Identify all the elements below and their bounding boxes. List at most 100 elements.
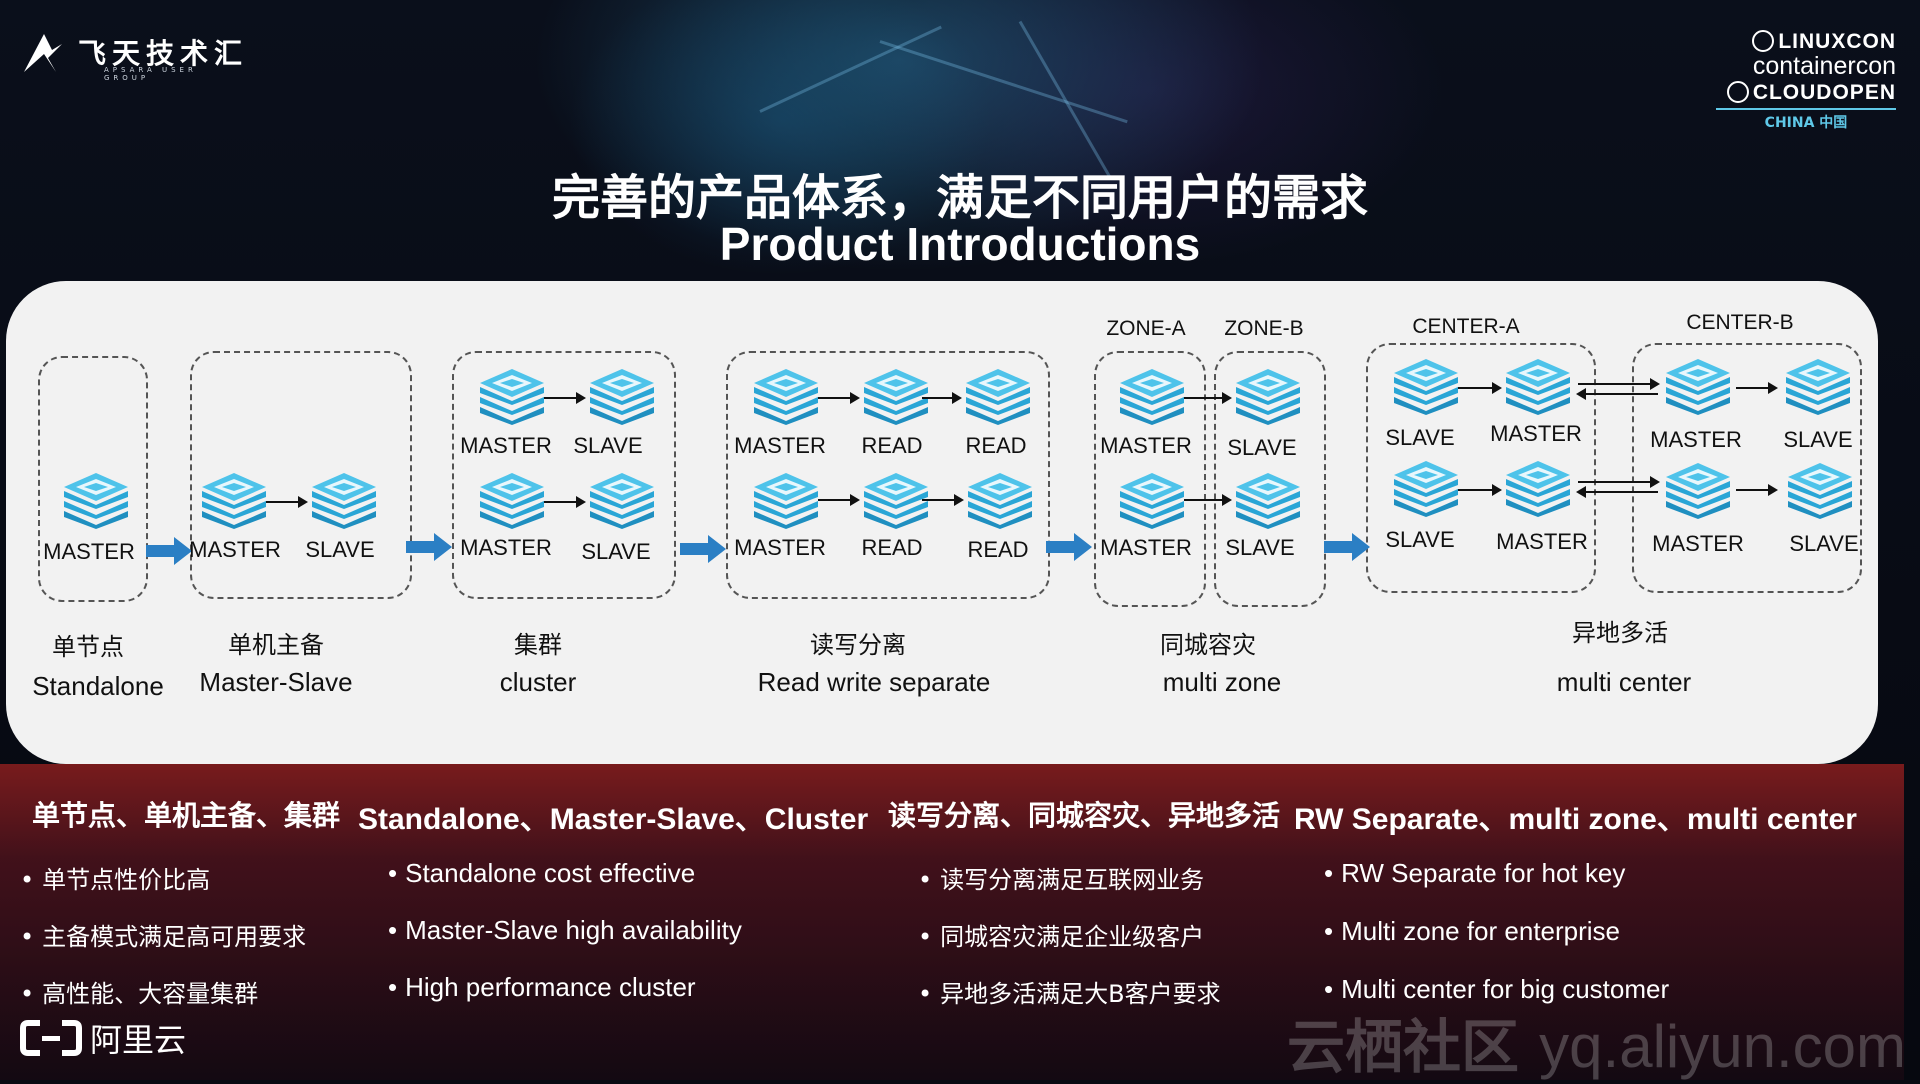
database-node-icon [1116,367,1188,425]
node-label: MASTER [1496,529,1588,554]
apsara-logo-icon [24,34,62,72]
replication-arrow [818,494,860,506]
database-node-icon [750,367,822,425]
aliyun-name: 阿里云 [90,1021,187,1059]
replication-arrow [922,392,962,404]
replication-arrow [266,496,308,508]
feature-item: Master-Slave high availability [388,915,742,946]
node-label: SLAVE [305,537,375,562]
database-node-icon [1662,357,1734,415]
replication-arrow [1736,484,1778,496]
node-label: READ [965,433,1027,458]
zone-caption-cn: 同城容灾 [1160,631,1256,659]
feature-item: 异地多活满足大B客户要求 [918,974,1220,1009]
node-label: MASTER [460,433,552,458]
database-node-icon [198,471,270,529]
database-node-icon [1116,471,1188,529]
feature-item: Multi center for big customer [1324,974,1669,1005]
sync-arrow-left [1576,486,1658,498]
node-label: SLAVE [1789,531,1859,556]
brand-left-name: 飞天技术汇 [78,37,249,70]
node-label: MASTER [1650,427,1742,452]
zone-caption-en: multi zone [1162,667,1282,697]
node-label: MASTER [189,537,281,562]
node-label: READ [967,537,1029,562]
center-b-box [1632,343,1862,593]
brand-cloudopen: CLOUDOPEN [1752,81,1896,104]
standalone-caption-en: Standalone [32,671,164,701]
feature-item: RW Separate for hot key [1324,858,1625,889]
rw-separate-box [726,351,1050,599]
page-title-en: Product Introductions [719,218,1201,270]
master-slave-box [190,351,412,599]
center-a-label: CENTER-A [1412,315,1520,338]
cluster-caption-cn: 集群 [514,631,562,659]
database-node-icon [964,471,1036,529]
replication-arrow [544,496,586,508]
sync-arrow-right [1578,378,1660,390]
feature-item: 读写分离满足互联网业务 [918,860,1204,895]
database-node-icon [962,367,1034,425]
zone-b-label: ZONE-B [1224,317,1304,340]
page-title-cn: 完善的产品体系，满足不同用户的需求 [551,170,1368,226]
cluster-box [452,351,676,599]
linuxcon-logo: LINUXCON containercon CLOUDOPEN CHINA 中国 [1716,30,1896,132]
replication-arrow [1736,382,1778,394]
feature-item: High performance cluster [388,972,695,1003]
database-node-icon [1232,367,1304,425]
evolution-arrow-icon [146,537,192,565]
feature-item: Multi zone for enterprise [1324,916,1620,947]
architecture-diagram: MASTER MASTER SLAVE MASTER SLAVE MASTER … [6,281,1878,764]
brand-containercon: containercon [1752,52,1896,80]
evolution-arrow-icon [680,535,726,563]
evolution-arrow-icon [1046,533,1092,561]
rw-caption-en: Read write separate [757,667,991,697]
node-label: SLAVE [581,539,651,564]
center-b-label: CENTER-B [1686,311,1794,334]
heading-right-en: RW Separate、multi zone、multi center [1294,803,1857,836]
node-label: SLAVE [1227,435,1297,460]
database-node-icon [308,471,380,529]
brand-linuxcon: LINUXCON [1778,30,1896,53]
heading-right-cn: 读写分离、同城容灾、异地多活 [888,799,1281,832]
database-node-icon [1390,459,1462,517]
replication-arrow [1458,382,1502,394]
brand-left-sub: APSARA USER GROUP [104,66,197,82]
node-label: MASTER [734,535,826,560]
evolution-arrow-icon [406,533,452,561]
database-node-icon [1502,459,1574,517]
zone-a-box [1094,351,1206,607]
node-label: MASTER [1652,531,1744,556]
feature-item: 单节点性价比高 [20,860,210,895]
node-label: MASTER [1100,433,1192,458]
database-node-icon [586,367,658,425]
feature-item: 同城容灾满足企业级客户 [918,917,1204,952]
heading-left-cn: 单节点、单机主备、集群 [32,799,341,832]
evolution-arrow-icon [1324,533,1370,561]
feature-item: 主备模式满足高可用要求 [20,917,306,952]
node-label: SLAVE [1385,527,1455,552]
node-label: MASTER [43,539,135,564]
node-label: MASTER [460,535,552,560]
replication-arrow [1184,392,1232,404]
replication-arrow [1458,484,1502,496]
database-node-icon [476,471,548,529]
database-node-icon [476,367,548,425]
center-caption-en: multi center [1556,667,1692,697]
zone-b-box [1214,351,1326,607]
cluster-caption-en: cluster [499,667,577,697]
database-node-icon [586,471,658,529]
node-label: SLAVE [1225,535,1295,560]
watermark-cn: 云栖社区 [1286,1013,1519,1081]
database-node-icon [60,471,132,529]
replication-arrow [544,392,586,404]
master-slave-caption-en: Master-Slave [199,667,353,697]
linux-icon [1752,30,1775,52]
replication-arrow [818,392,860,404]
node-label: SLAVE [1385,425,1455,450]
database-node-icon [1662,461,1734,519]
replication-arrow [1184,494,1232,506]
standalone-caption-cn: 单节点 [52,633,124,661]
zone-a-label: ZONE-A [1106,317,1186,340]
apsara-logo: 飞天技术汇 APSARA USER GROUP [22,30,249,82]
